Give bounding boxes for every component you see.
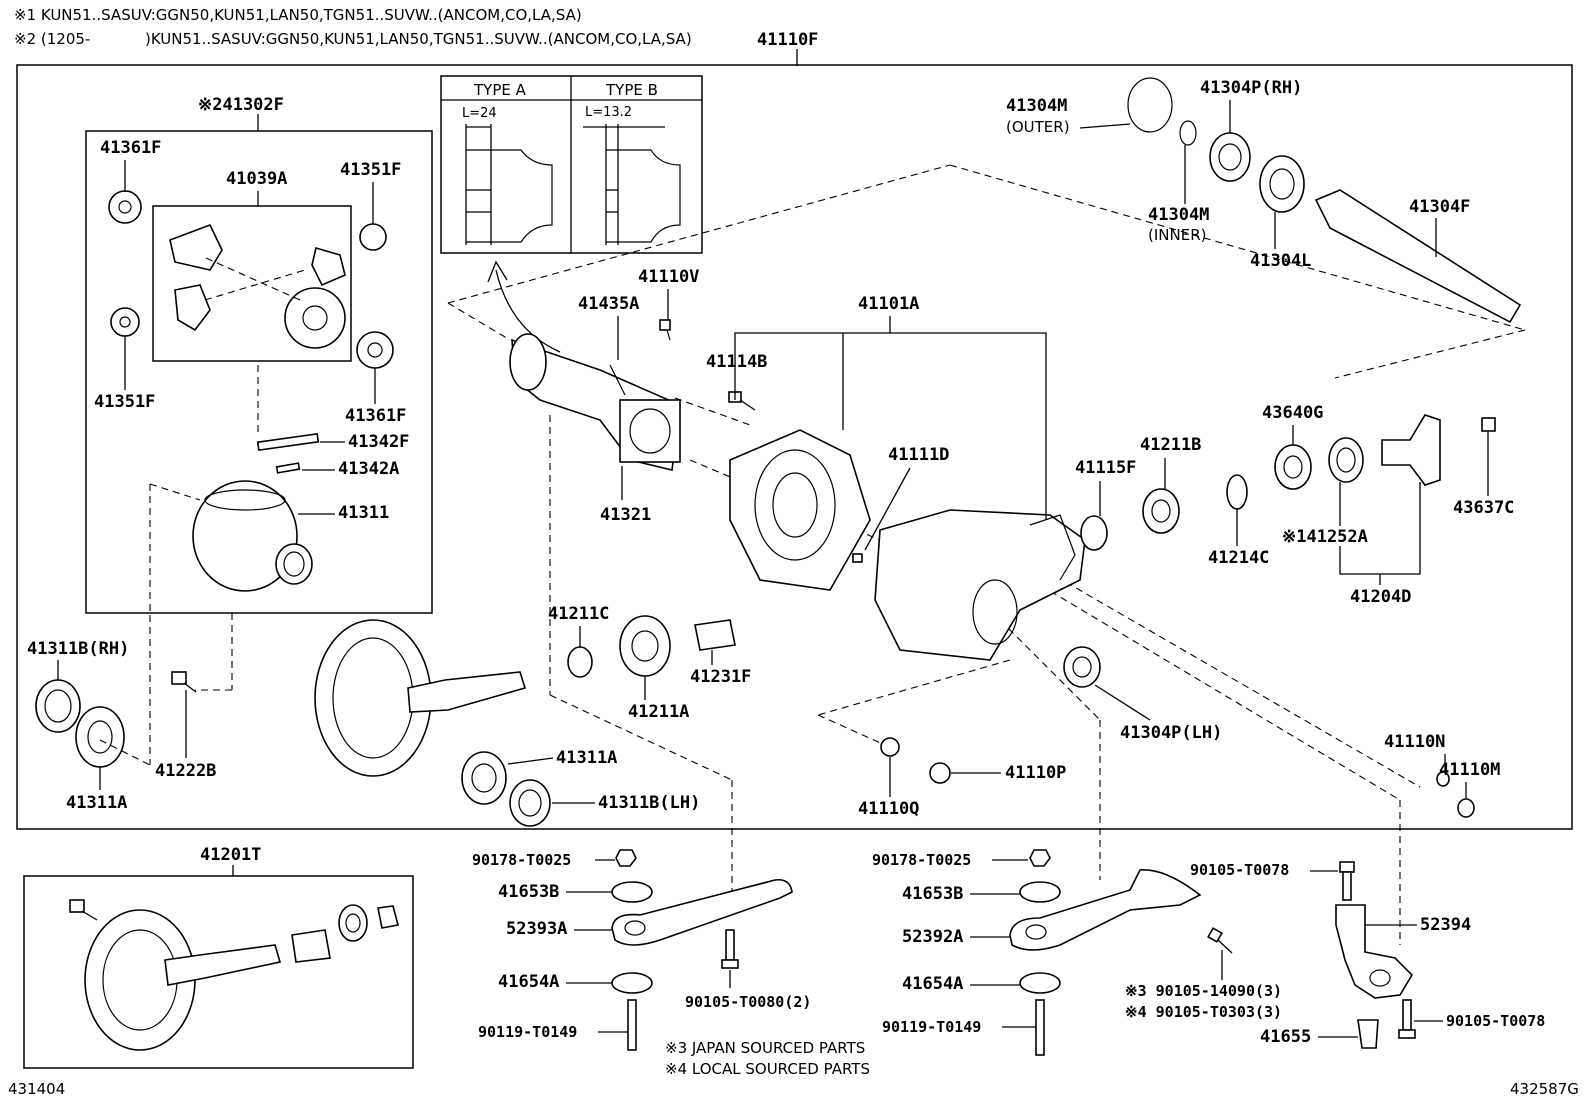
label-41304M-outer[interactable]: 41304M [1006, 96, 1067, 116]
label-41361F-bottom[interactable]: 41361F [345, 406, 406, 426]
label-43637C[interactable]: 43637C [1453, 498, 1514, 518]
label-41214C[interactable]: 41214C [1208, 548, 1269, 568]
label-41653B-middle[interactable]: 41653B [902, 884, 963, 904]
type-box: TYPE A TYPE B L=24 L=13.2 [440, 75, 703, 353]
label-41115F[interactable]: 41115F [1075, 458, 1136, 478]
label-inner: (INNER) [1148, 226, 1206, 244]
label-43640G[interactable]: 43640G [1262, 403, 1323, 423]
dimension-type-b: L=13.2 [585, 105, 632, 120]
label-41311[interactable]: 41311 [338, 503, 389, 523]
applicability-note-2-prefix: ※2 (1205- [14, 30, 90, 48]
label-52392A[interactable]: 52392A [902, 927, 963, 947]
applicability-note-1: ※1 KUN51..SASUV:GGN50,KUN51,LAN50,TGN51.… [14, 6, 582, 24]
label-41101A[interactable]: 41101A [858, 294, 919, 314]
label-41361F-top[interactable]: 41361F [100, 138, 161, 158]
label-41110P[interactable]: 41110P [1005, 763, 1066, 783]
label-41655[interactable]: 41655 [1260, 1027, 1311, 1047]
label-41321[interactable]: 41321 [600, 505, 651, 525]
label-41110N[interactable]: 41110N [1384, 732, 1445, 752]
assembly-label-41110F[interactable]: 41110F [757, 30, 818, 50]
label-41110Q[interactable]: 41110Q [858, 799, 919, 819]
label-41351F-top[interactable]: 41351F [340, 160, 401, 180]
label-90105-T0078-bottom[interactable]: 90105-T0078 [1446, 1012, 1545, 1030]
figure-code-left: 431404 [8, 1080, 65, 1098]
pinion-gear-kit-box [152, 205, 352, 362]
label-41304P-LH[interactable]: 41304P(LH) [1120, 723, 1222, 743]
label-90178-T0025-left[interactable]: 90178-T0025 [472, 851, 571, 869]
axle-shaft-parts [567, 77, 1522, 818]
label-41110M[interactable]: 41110M [1439, 760, 1500, 780]
label-41231F[interactable]: 41231F [690, 667, 751, 687]
type-b-label: TYPE B [605, 81, 658, 99]
mount-bracket-left [611, 849, 793, 1051]
label-90105-T0303[interactable]: ※4 90105-T0303(3) [1125, 1003, 1282, 1021]
label-41110V[interactable]: 41110V [638, 267, 699, 287]
label-41201T[interactable]: 41201T [200, 845, 261, 865]
label-90119-T0149-middle[interactable]: 90119-T0149 [882, 1018, 981, 1036]
label-41211B[interactable]: 41211B [1140, 435, 1201, 455]
footnote-local-sourced: ※4 LOCAL SOURCED PARTS [665, 1060, 870, 1078]
label-41252A[interactable]: ※141252A [1282, 527, 1368, 547]
ring-gear-pinion [314, 619, 551, 827]
label-52394[interactable]: 52394 [1420, 915, 1471, 935]
label-90105-T0078-top[interactable]: 90105-T0078 [1190, 861, 1289, 879]
label-41311B-LH[interactable]: 41311B(LH) [598, 793, 700, 813]
label-41654A-left[interactable]: 41654A [498, 972, 559, 992]
label-41111D[interactable]: 41111D [888, 445, 949, 465]
label-41304M-inner[interactable]: 41304M [1148, 205, 1209, 225]
label-90178-T0025-middle[interactable]: 90178-T0025 [872, 851, 971, 869]
label-90105-T0080[interactable]: 90105-T0080(2) [685, 993, 811, 1011]
type-a-label: TYPE A [473, 81, 527, 99]
label-41302F[interactable]: ※241302F [198, 95, 284, 115]
ring-pinion-set [23, 865, 414, 1069]
left-bearings [35, 615, 197, 768]
label-41304P-RH[interactable]: 41304P(RH) [1200, 78, 1302, 98]
label-41211A[interactable]: 41211A [628, 702, 689, 722]
label-41342A[interactable]: 41342A [338, 459, 399, 479]
mount-bracket-middle [1009, 849, 1233, 1056]
assembly-frame [16, 64, 1573, 830]
label-41204D[interactable]: 41204D [1350, 587, 1411, 607]
label-41351F-bottom[interactable]: 41351F [94, 392, 155, 412]
label-41114B[interactable]: 41114B [706, 352, 767, 372]
label-52393A[interactable]: 52393A [506, 919, 567, 939]
carrier-tube [509, 319, 681, 471]
figure-code-right: 432587G [1510, 1080, 1579, 1098]
label-41304L[interactable]: 41304L [1250, 251, 1311, 271]
label-90105-14090[interactable]: ※3 90105-14090(3) [1125, 982, 1282, 1000]
label-41311A-middle[interactable]: 41311A [556, 748, 617, 768]
applicability-note-2: )KUN51..SASUV:GGN50,KUN51,LAN50,TGN51..S… [145, 30, 692, 48]
label-41304F[interactable]: 41304F [1409, 197, 1470, 217]
label-41311A-left[interactable]: 41311A [66, 793, 127, 813]
carrier-housing [728, 391, 1180, 688]
label-41342F[interactable]: 41342F [348, 432, 409, 452]
label-41654A-middle[interactable]: 41654A [902, 974, 963, 994]
dimension-type-a: L=24 [462, 106, 497, 121]
differential-case-box [85, 130, 433, 614]
mount-bracket-right [1335, 861, 1416, 1049]
label-41653B-left[interactable]: 41653B [498, 882, 559, 902]
label-41435A[interactable]: 41435A [578, 294, 639, 314]
footnote-japan-sourced: ※3 JAPAN SOURCED PARTS [665, 1039, 865, 1057]
label-90119-T0149-left[interactable]: 90119-T0149 [478, 1023, 577, 1041]
label-41222B[interactable]: 41222B [155, 761, 216, 781]
label-41039A[interactable]: 41039A [226, 169, 287, 189]
label-outer: (OUTER) [1006, 118, 1070, 136]
label-41311B-RH[interactable]: 41311B(RH) [27, 639, 129, 659]
label-41211C[interactable]: 41211C [548, 604, 609, 624]
